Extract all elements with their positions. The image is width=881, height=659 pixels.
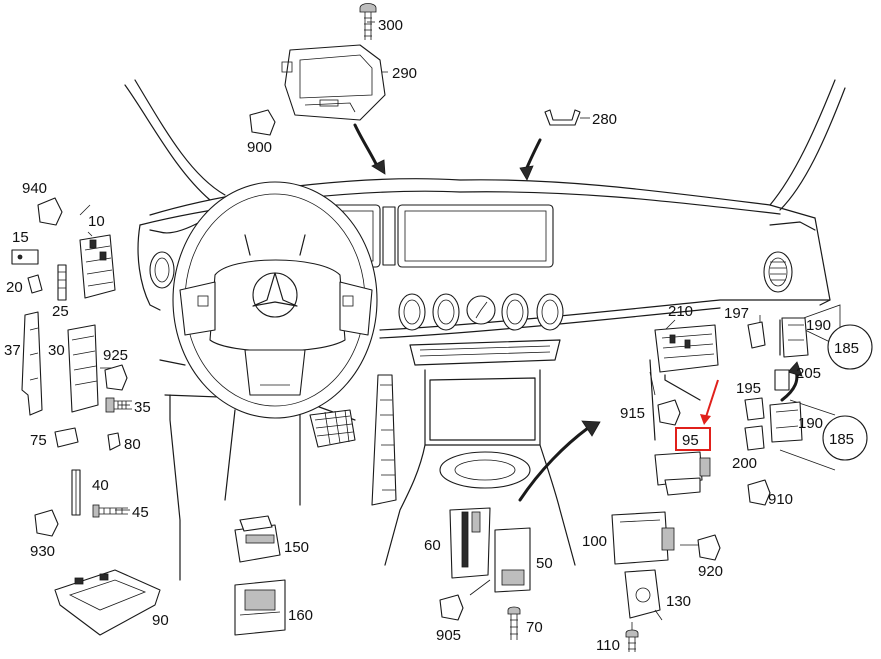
callout-905: 905 [436, 627, 461, 644]
callout-200: 200 [732, 455, 757, 472]
callout-280: 280 [592, 111, 617, 128]
part-20-fuse [27, 274, 43, 294]
part-210-fuse-box [649, 324, 719, 396]
part-75-holder [54, 427, 79, 448]
part-50-control-unit [494, 527, 531, 593]
part-40-antenna [71, 469, 81, 516]
callout-30: 30 [48, 342, 65, 359]
part-290-module [281, 44, 386, 121]
part-150-module [234, 515, 281, 563]
part-90-housing [54, 569, 161, 636]
callout-70: 70 [526, 619, 543, 636]
part-940-connector [37, 197, 63, 226]
callout-190-a: 190 [806, 317, 831, 334]
callout-160: 160 [288, 607, 313, 624]
callout-95: 95 [682, 432, 699, 449]
callout-10: 10 [88, 213, 105, 230]
part-10-fuse-box [79, 234, 116, 299]
callout-150: 150 [284, 539, 309, 556]
callout-100: 100 [582, 533, 607, 550]
part-280-bracket [544, 109, 581, 126]
part-910-connector [747, 479, 771, 506]
callout-190-b: 190 [798, 415, 823, 432]
part-25-fuse-strip [57, 264, 67, 301]
callout-40: 40 [92, 477, 109, 494]
highlight-pointer [704, 379, 719, 421]
part-915-connector [657, 399, 681, 426]
callout-90: 90 [152, 612, 169, 629]
part-905-connector [439, 594, 464, 621]
part-205-fuse [774, 369, 790, 391]
part-200-relay [744, 425, 765, 451]
callout-15: 15 [12, 229, 29, 246]
part-80-clip [107, 432, 121, 451]
part-60-relay-box [449, 507, 491, 579]
part-925-connector [104, 364, 128, 391]
part-95-module [654, 451, 711, 496]
callout-920: 920 [698, 563, 723, 580]
part-45-bolt [92, 504, 128, 518]
part-300-screw [359, 3, 377, 40]
part-37-bracket [21, 311, 43, 416]
callout-195: 195 [736, 380, 761, 397]
callout-940: 940 [22, 180, 47, 197]
callout-130: 130 [666, 593, 691, 610]
callout-197: 197 [724, 305, 749, 322]
part-160-bracket [234, 579, 286, 636]
callout-60: 60 [424, 537, 441, 554]
callout-290: 290 [392, 65, 417, 82]
part-100-control-unit [611, 511, 675, 565]
callout-185-a: 185 [834, 340, 859, 357]
highlight-box-95 [675, 427, 711, 451]
part-930-connector [34, 509, 59, 537]
callout-210: 210 [668, 303, 693, 320]
callout-185-b: 185 [829, 431, 854, 448]
callout-circle-185-b [822, 415, 868, 461]
callout-20: 20 [6, 279, 23, 296]
part-30-control-unit [67, 324, 99, 413]
flow-arrows [353, 123, 803, 502]
part-130-bracket [624, 569, 663, 621]
part-70-bolt [507, 606, 521, 640]
callout-930: 930 [30, 543, 55, 560]
callout-110: 110 [596, 637, 620, 654]
part-15-relay [11, 249, 39, 265]
callout-915: 915 [620, 405, 645, 422]
part-190-relay-b [769, 401, 803, 443]
callout-35: 35 [134, 399, 151, 416]
callout-labels: 300 290 280 900 940 10 15 20 25 37 30 92… [4, 17, 859, 654]
callout-80: 80 [124, 436, 141, 453]
callout-25: 25 [52, 303, 69, 320]
callout-900: 900 [247, 139, 272, 156]
part-195-relay [744, 397, 765, 421]
steering-wheel [172, 181, 378, 419]
callout-50: 50 [536, 555, 553, 572]
part-920-connector [697, 534, 721, 561]
callout-circle-185-a [827, 324, 873, 370]
part-197-fuse [747, 321, 766, 349]
part-900-connector [249, 109, 276, 136]
callout-300: 300 [378, 17, 403, 34]
callout-205: 205 [796, 365, 821, 382]
callout-45: 45 [132, 504, 149, 521]
callout-37: 37 [4, 342, 21, 359]
callout-910: 910 [768, 491, 793, 508]
part-110-screw [625, 629, 639, 652]
part-190-relay-a [781, 317, 809, 358]
callout-75: 75 [30, 432, 47, 449]
callout-925: 925 [103, 347, 128, 364]
part-35-bolt [105, 397, 132, 413]
